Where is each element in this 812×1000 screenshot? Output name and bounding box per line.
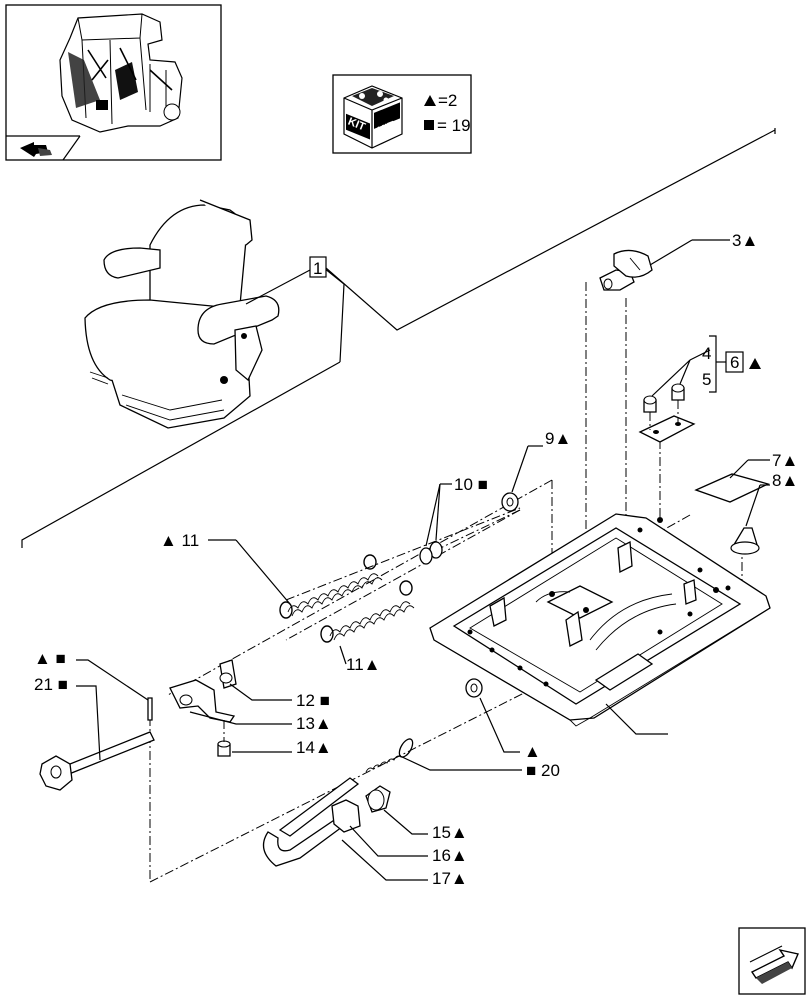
callout-13-label: 13▲: [296, 714, 332, 733]
callout-7-8: 7▲ 8▲: [729, 451, 798, 527]
callout-9-label: 9▲: [545, 429, 571, 448]
legend-square-text: = 19: [437, 116, 471, 135]
part-8-bumper: [730, 527, 760, 555]
part-9-washer: [501, 492, 519, 512]
part-17-pin: [365, 785, 391, 813]
callout-14-label: 14▲: [296, 738, 332, 757]
next-page-arrow-icon[interactable]: [738, 927, 806, 995]
part-11-spring-lower: [320, 580, 415, 643]
callout-frame: [605, 703, 668, 735]
callout-20-label: ▲ ■: [34, 649, 66, 668]
callout-11: ▲ 11 11▲: [160, 531, 380, 674]
legend-triangle-text: =2: [438, 91, 457, 110]
callout-11b-label: 11▲: [346, 655, 380, 674]
callout-5-label: 5: [702, 370, 711, 389]
callout-3: 3▲: [649, 231, 758, 266]
callout-18-label: ■ 20: [526, 761, 560, 780]
kit-box-icon: KIT KIT: [343, 85, 403, 149]
kit-legend-box: KIT KIT =2 = 19: [332, 74, 472, 154]
part-3-lever-knob: [599, 249, 653, 291]
part-10-bushings: [419, 541, 443, 565]
part-18-spring: [365, 738, 414, 773]
back-arrow-icon[interactable]: [20, 142, 52, 157]
callout-11a-label: ▲ 11: [160, 531, 199, 550]
callout-15-16-17-18: ■ 20 15▲ 16▲ 17▲: [341, 755, 560, 888]
part-20-handle: [39, 697, 155, 791]
callout-21: ▲: [479, 697, 541, 761]
seat-assembly: [84, 199, 280, 429]
part-15-16-band: [262, 777, 361, 867]
callout-10: 10 ■: [425, 475, 488, 547]
legend-triangle: =2: [424, 91, 457, 110]
callout-7-label: 7▲: [772, 451, 798, 470]
part-14-screw: [217, 720, 231, 757]
part-11-spring-upper: [279, 554, 383, 619]
callout-10-label: 10 ■: [454, 475, 488, 494]
legend-square: = 19: [424, 116, 471, 135]
callout-12-13-14: 12 ■ 13▲ 14▲: [189, 683, 332, 757]
callout-4-label: 4: [702, 344, 711, 363]
callout-12-label: 12 ■: [296, 691, 330, 710]
callout-1: 1: [245, 256, 327, 305]
callout-16-label: 16▲: [432, 846, 468, 865]
callout-20b-label: 21 ■: [34, 675, 68, 694]
callout-3-label: 3▲: [732, 231, 758, 250]
tractor-cab-thumbnail-icon: [59, 13, 183, 133]
callout-8-label: 8▲: [772, 471, 798, 490]
callout-15-label: 17▲: [432, 869, 468, 888]
part-21-bushing: [465, 678, 483, 698]
callout-4-5-6: 4 5 6: [651, 335, 761, 397]
callout-21-label: ▲: [524, 742, 541, 761]
callout-6-triangle: [749, 358, 761, 369]
callout-9: 9▲: [511, 429, 571, 493]
tractor-cab-thumbnail: [5, 4, 222, 161]
callout-1-label: 1: [313, 259, 322, 278]
section-lines: [21, 128, 776, 548]
callout-17-label: 15▲: [432, 823, 468, 842]
part-13-bracket: [169, 679, 236, 723]
part-4-5-screws-plate: [638, 383, 696, 443]
callout-6-label: 6: [730, 353, 739, 372]
part-12-clip: [219, 659, 237, 689]
part-7-pad: [694, 473, 770, 503]
seat-base-frame: [429, 513, 771, 727]
callout-20: ▲ ■ 21 ■: [34, 649, 149, 761]
